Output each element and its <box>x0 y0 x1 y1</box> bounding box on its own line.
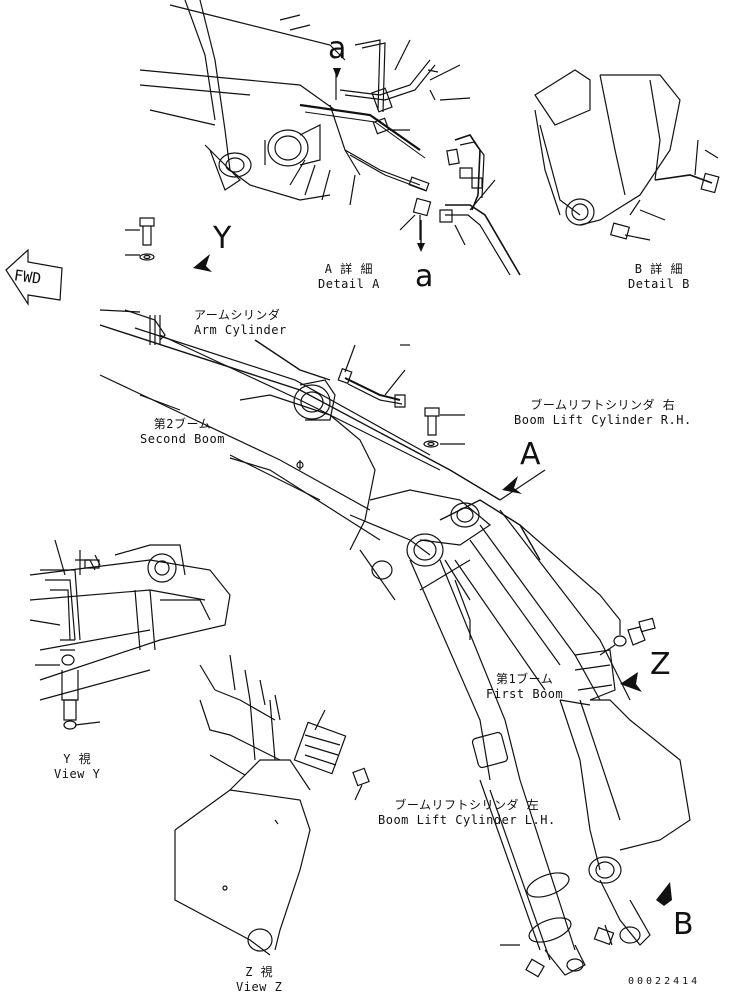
detail-b-jp: B 詳 細 <box>634 262 683 276</box>
arm-cylinder-en: Arm Cylinder <box>194 323 287 337</box>
second-boom-label: 第2ブーム Second Boom <box>140 417 225 447</box>
marker-a-lower: a <box>415 259 434 294</box>
view-y-jp: Y 視 <box>63 752 92 766</box>
detail-a-label: A 詳 細 Detail A <box>318 262 380 292</box>
first-boom-en: First Boom <box>486 687 564 701</box>
fwd-label: FWD <box>12 266 43 288</box>
arm-cylinder-label: アームシリンダ Arm Cylinder <box>194 308 287 338</box>
detail-b-en: Detail B <box>628 277 690 291</box>
drawing-number: 00022414 <box>628 976 701 987</box>
view-z-en: View Z <box>236 980 283 994</box>
view-z-label: Z 視 View Z <box>236 965 282 995</box>
boom-lift-rh-en: Boom Lift Cylinder R.H. <box>514 413 692 427</box>
detail-a-jp: A 詳 細 <box>324 262 373 276</box>
detail-b-label: B 詳 細 Detail B <box>628 262 690 292</box>
main-boom-assembly <box>100 218 690 977</box>
marker-z: Z <box>650 647 671 682</box>
fwd-arrow <box>6 250 62 304</box>
first-boom-jp: 第1ブーム <box>495 672 554 686</box>
marker-a-upper: a <box>328 31 347 66</box>
boom-lift-rh-label: ブームリフトシリンダ 右 Boom Lift Cylinder R.H. <box>514 398 692 428</box>
detail-a-en: Detail A <box>318 277 380 291</box>
marker-y: Y <box>213 221 232 256</box>
view-y-illustration <box>30 540 230 729</box>
detail-a-illustration <box>140 0 520 275</box>
first-boom-label: 第1ブーム First Boom <box>486 672 563 702</box>
boom-lift-rh-jp: ブームリフトシリンダ 右 <box>530 398 676 412</box>
marker-A: A <box>520 437 541 472</box>
detail-b-illustration <box>535 70 719 240</box>
boom-lift-lh-label: ブームリフトシリンダ 左 Boom Lift Cylinder L.H. <box>378 798 556 828</box>
second-boom-en: Second Boom <box>140 432 225 446</box>
view-z-jp: Z 視 <box>245 965 274 979</box>
view-y-en: View Y <box>54 767 101 781</box>
boom-lift-lh-jp: ブームリフトシリンダ 左 <box>394 798 540 812</box>
boom-lift-lh-en: Boom Lift Cylinder L.H. <box>378 813 556 827</box>
view-y-label: Y 視 View Y <box>54 752 100 782</box>
arm-cylinder-jp: アームシリンダ <box>194 308 281 322</box>
marker-B: B <box>673 907 694 942</box>
view-z-illustration <box>175 655 369 955</box>
second-boom-jp: 第2ブーム <box>153 417 212 431</box>
